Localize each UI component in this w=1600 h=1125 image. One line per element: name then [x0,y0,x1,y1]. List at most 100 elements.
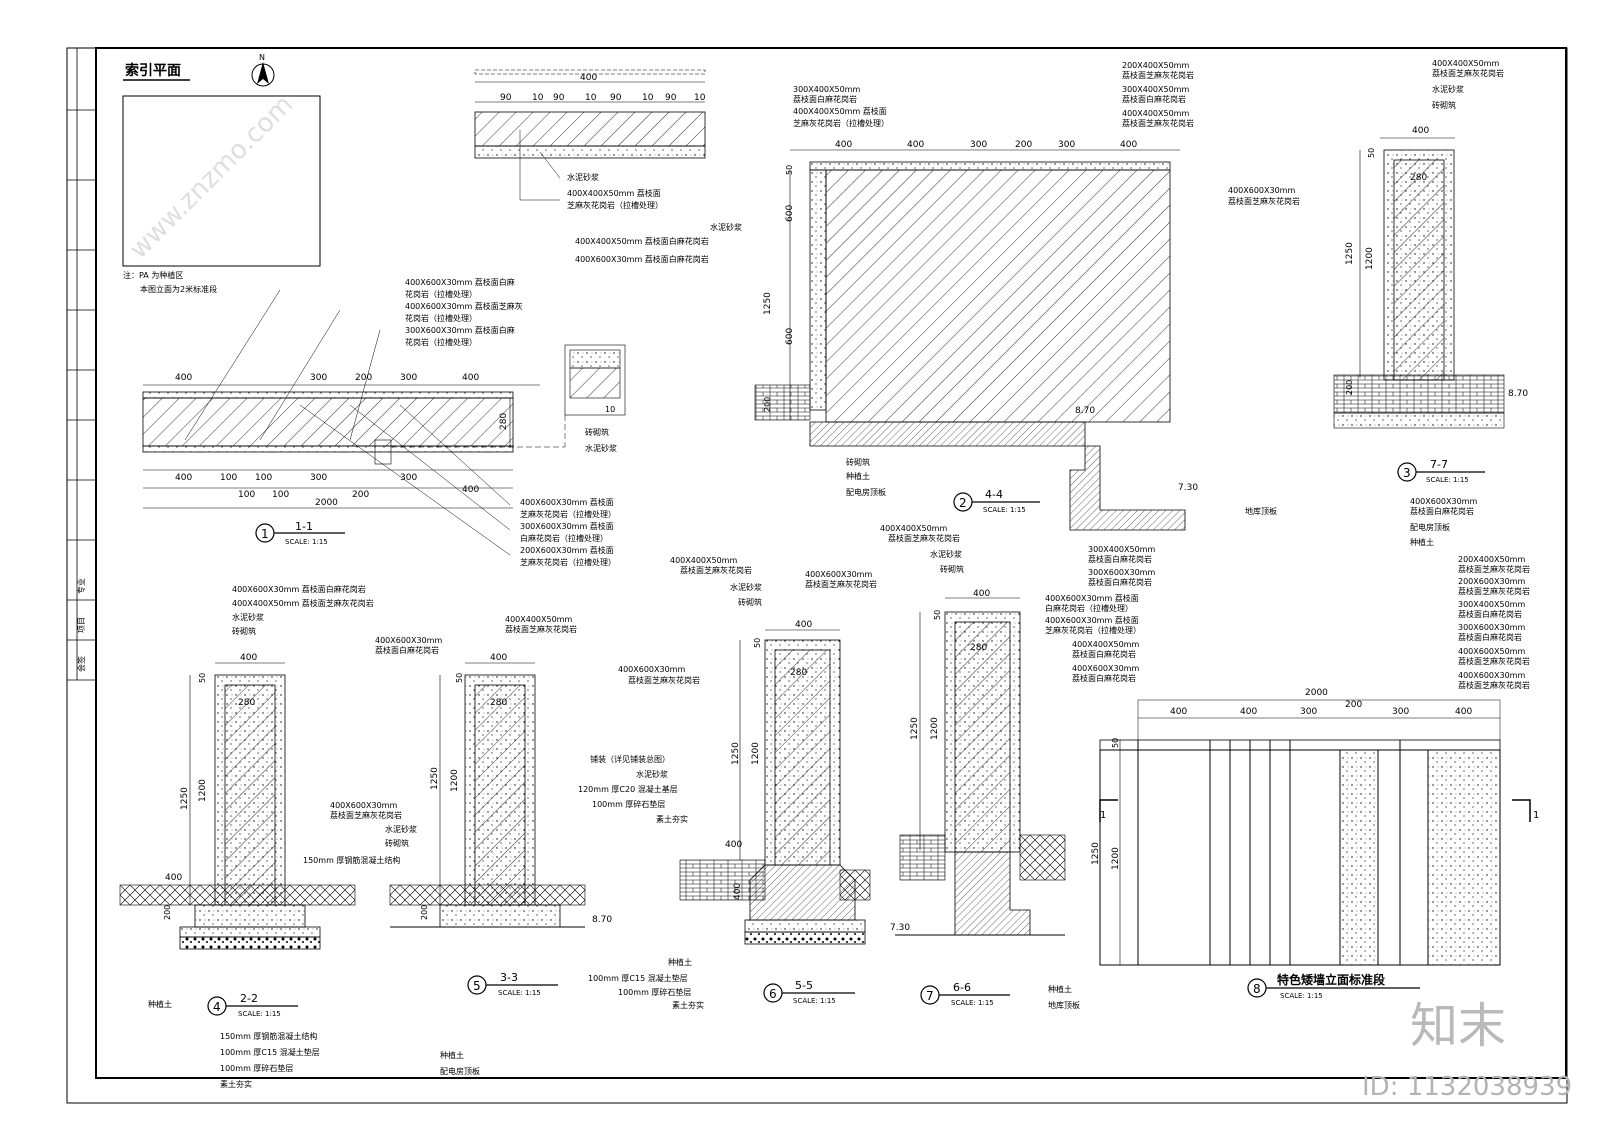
s22-dim-1: 400 [240,653,257,663]
s11-right-dim: 280 [499,413,509,430]
s11-label-top-1: 400X600X30mm 荔枝面白麻 [405,277,515,287]
e8-right-11: 400X600X30mm [1458,671,1525,680]
s11-bot-dim-2: 100 [220,473,237,483]
s11-label-top-4: 花岗岩（拉槽处理） [405,313,477,323]
s77-label-7: 400X600X30mm [1410,497,1477,506]
s11-bot-dim-6: 400 [462,485,479,495]
s33-base-1: 种植土 [440,1050,464,1060]
s44-label-top-3: 400X400X50mm 荔枝面 [793,106,887,116]
e8-left-1: 300X400X50mm [1088,545,1155,554]
s44-label-left-2: 400X400X50mm 荔枝面白麻花岗岩 [575,236,709,246]
s44-left-dim-1: 50 [785,165,794,175]
s77-label-5: 400X600X30mm [1228,186,1295,195]
index-plan-title: 索引平面 [125,62,181,79]
e8-right-10: 荔枝面芝麻灰花岗岩 [1458,656,1530,666]
s44-dim-6: 400 [1120,140,1137,150]
s66-elev: 7.30 [890,923,910,933]
s44-dim-1: 400 [835,140,852,150]
s7-num: 7 [926,989,934,1003]
s33-dim-5: 1200 [450,769,460,792]
s66-dim-1: 400 [973,589,990,599]
s33-dim-6: 200 [420,905,429,920]
s33-label-2: 荔枝面芝麻灰花岗岩 [505,624,577,634]
s11-bot2-dim-1: 100 [238,490,255,500]
s66-label-3: 水泥砂浆 [930,549,962,559]
s55-dim-4: 1250 [731,742,741,765]
s33-dim-3: 280 [490,698,507,708]
s55-base-3: 100mm 厚碎石垫层 [618,987,691,997]
sheet-frame: 会签 项目 专业 [66,47,1568,1104]
s77-label-8: 荔枝面白麻花岗岩 [1410,506,1474,516]
s77-label-9: 配电房顶板 [1410,522,1450,532]
s1-num: 1 [261,527,269,541]
e8-left-3: 300X600X30mm [1088,568,1155,577]
s44-left-dim-3: 1250 [763,292,773,315]
s77-label-4: 砖砌筑 [1432,100,1456,110]
e8-right-1: 200X400X50mm [1458,555,1525,564]
s6-num: 6 [769,987,777,1001]
s3-scale: SCALE: 1:15 [1426,476,1469,484]
s11-top-dim-2: 300 [310,373,327,383]
e8-right-9: 400X600X50mm [1458,647,1525,656]
s44-dim-3: 300 [970,140,987,150]
s2-scale: SCALE: 1:15 [983,506,1026,514]
s44-left-dim-4: 600 [785,328,795,345]
north-label: N [259,53,265,62]
s55-base-2: 100mm 厚C15 混凝土垫层 [588,973,688,983]
top-dim-8: 10 [694,93,706,103]
s3-num: 3 [1403,466,1411,480]
section-4-4-tag: 2 4-4 SCALE: 1:15 [953,488,1040,514]
s11-label-bot-5: 200X600X30mm 荔枝面 [520,545,614,555]
s22-base-1: 种植土 [148,999,172,1009]
top-label-1: 水泥砂浆 [567,172,599,182]
top-dim-total: 400 [580,73,597,83]
s55-pave-3: 120mm 厚C20 混凝土基层 [578,784,678,794]
s44-label-top-6: 荔枝面芝麻灰花岗岩 [1122,70,1194,80]
s8-name: 特色矮墙立面标准段 [1277,972,1386,987]
s22-label-1: 400X600X30mm 荔枝面白麻花岗岩 [232,584,366,594]
s77-dim-4: 1250 [1345,242,1355,265]
section-1-1: 400 300 200 300 400 280 400 100 100 300 … [142,277,626,567]
s6-name: 5-5 [795,979,813,992]
section-7-7: 400X400X50mm 荔枝面芝麻灰花岗岩 水泥砂浆 砖砌筑 400 280 … [1228,59,1528,547]
top-dim-3: 90 [553,93,565,103]
s55-pave-4: 100mm 厚碎石垫层 [592,799,665,809]
e8-dim-1: 400 [1170,707,1187,717]
top-dim-6: 10 [642,93,654,103]
index-note-2: 本图立面为2米标准段 [140,284,217,294]
s55-label-5: 400X600X30mm [618,665,685,674]
s3-name: 7-7 [1430,458,1448,471]
s44-label-top-8: 荔枝面白麻花岗岩 [1122,94,1186,104]
s44-dim-4: 200 [1015,140,1032,150]
s55-label-1: 400X400X50mm [670,556,737,565]
e8-left-dim-2: 1250 [1091,842,1101,865]
s77-dim-6: 200 [1345,380,1354,395]
section-6-6: 400X400X50mm 荔枝面芝麻灰花岗岩 水泥砂浆 砖砌筑 400X600X… [805,524,1080,1010]
s44-elev-2: 7.30 [1178,483,1198,493]
s22-base-4: 100mm 厚碎石垫层 [220,1063,293,1073]
section-3-3-tag: 5 3-3 SCALE: 1:15 [467,971,558,997]
e8-cut-right: 1 [1533,810,1539,821]
s44-label-top-5: 200X400X50mm [1122,61,1189,70]
s44-label-top-4: 芝麻灰花岗岩（拉槽处理） [793,118,889,128]
s77-label-2: 荔枝面芝麻灰花岗岩 [1432,68,1504,78]
s11-label-bot-4: 白麻花岗岩（拉槽处理） [520,533,608,543]
s11-top-dim-3: 200 [355,373,372,383]
top-dim-1: 90 [500,93,512,103]
s44-label-top-2: 荔枝面白麻花岗岩 [793,94,857,104]
s11-label-top-6: 花岗岩（拉槽处理） [405,337,477,347]
e8-left-7: 400X600X30mm 荔枝面 [1045,615,1139,625]
s33-label-7: 150mm 厚钢筋混凝土结构 [303,855,400,865]
e8-dim-2: 400 [1240,707,1257,717]
s11-total-dim: 2000 [315,498,338,508]
watermark-id: ID: 1132038939 [1362,1072,1572,1102]
s55-label-6: 荔枝面芝麻灰花岗岩 [628,675,700,685]
s22-label-4: 砖砌筑 [232,626,256,636]
e8-right-5: 300X400X50mm [1458,600,1525,609]
s4-num: 4 [213,1000,221,1014]
s77-dim-1: 400 [1412,126,1429,136]
elevation-8-tag: 8 特色矮墙立面标准段 SCALE: 1:15 [1247,972,1420,1000]
s66-base-1: 种植土 [1048,984,1072,994]
s44-left-dim-2: 600 [785,205,795,222]
section-5-5: 400X400X50mm 荔枝面芝麻灰花岗岩 水泥砂浆 砖砌筑 400X600X… [578,556,871,1010]
